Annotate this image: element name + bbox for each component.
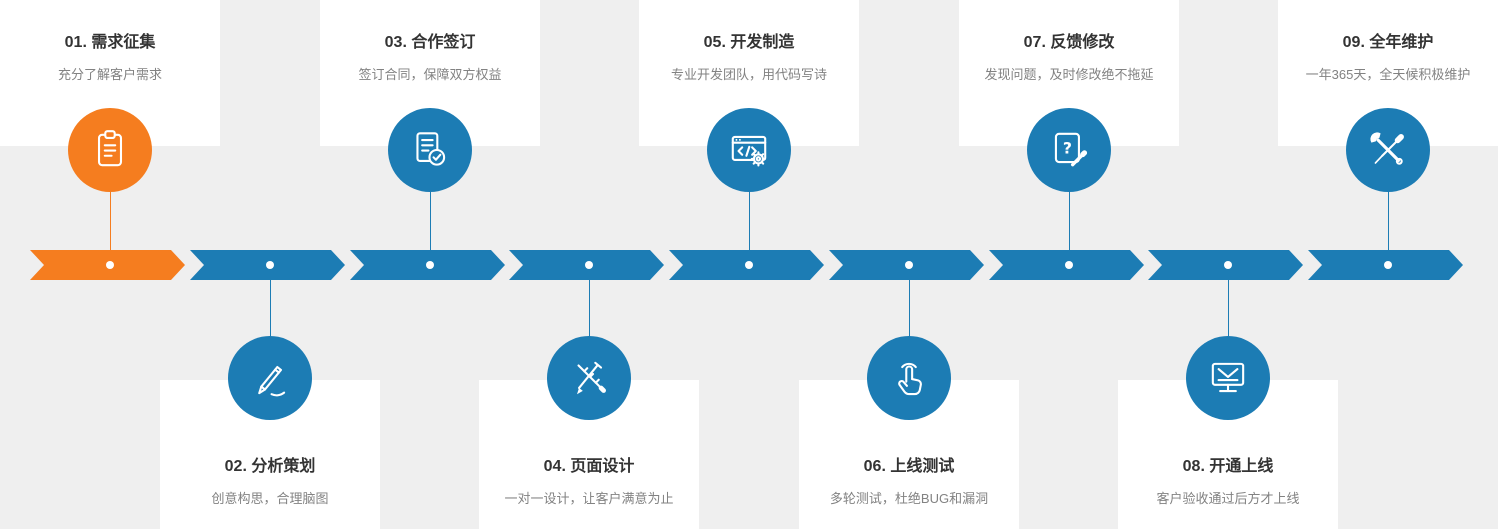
step-subtitle: 专业开发团队，用代码写诗 — [670, 67, 827, 82]
timeline-dot — [1384, 261, 1392, 269]
connector-line — [1227, 266, 1229, 378]
clipboard-icon — [97, 130, 123, 167]
connector-line — [1068, 150, 1070, 262]
step-circle — [707, 108, 791, 192]
step-title: 06. 上线测试 — [863, 458, 955, 475]
step-circle — [1346, 108, 1430, 192]
step-title: 01. 需求征集 — [64, 34, 156, 51]
step-circle — [867, 336, 951, 420]
step-title: 04. 页面设计 — [543, 458, 635, 475]
connector-line — [269, 266, 271, 378]
step-circle — [68, 108, 152, 192]
tap-icon — [898, 362, 922, 396]
timeline-dot — [905, 261, 913, 269]
monitor-check-icon — [1211, 362, 1245, 393]
step-circle — [388, 108, 472, 192]
timeline-dot — [745, 261, 753, 269]
timeline-dot — [106, 261, 114, 269]
step-subtitle: 创意构思，合理脑图 — [211, 491, 329, 506]
step-title: 08. 开通上线 — [1182, 458, 1274, 475]
connector-line — [109, 150, 111, 262]
connector-line — [748, 150, 750, 262]
design-tools-icon — [576, 361, 606, 395]
step-circle — [228, 336, 312, 420]
step-title: 09. 全年维护 — [1342, 34, 1434, 51]
step-circle: ? — [1027, 108, 1111, 192]
step-subtitle: 签订合同，保障双方权益 — [358, 67, 502, 82]
tools-icon — [1370, 132, 1404, 165]
step-circle — [547, 336, 631, 420]
step-subtitle: 一对一设计，让客户满意为止 — [504, 491, 674, 506]
step-subtitle: 客户验收通过后方才上线 — [1156, 491, 1300, 506]
timeline-dot — [266, 261, 274, 269]
timeline-dot — [585, 261, 593, 269]
contract-icon — [416, 132, 446, 166]
step-subtitle: 发现问题，及时修改绝不拖延 — [984, 67, 1154, 82]
code-window-icon — [731, 135, 767, 167]
step-title: 05. 开发制造 — [703, 34, 795, 51]
svg-text:?: ? — [1063, 139, 1072, 158]
step-title: 02. 分析策划 — [224, 458, 316, 475]
connector-line — [588, 266, 590, 378]
connector-line — [429, 150, 431, 262]
step-subtitle: 多轮测试，杜绝BUG和漏洞 — [829, 491, 989, 506]
timeline-dot — [426, 261, 434, 269]
step-circle — [1186, 336, 1270, 420]
feedback-edit-icon: ? — [1054, 132, 1088, 167]
step-subtitle: 充分了解客户需求 — [57, 67, 162, 82]
connector-line — [908, 266, 910, 378]
step-title: 03. 合作签订 — [384, 34, 476, 51]
pen-icon — [258, 365, 286, 397]
step-subtitle: 一年365天，全天候积极维护 — [1305, 67, 1471, 82]
step-title: 07. 反馈修改 — [1023, 34, 1115, 51]
connector-line — [1387, 150, 1389, 262]
timeline-dot — [1224, 261, 1232, 269]
timeline-dot — [1065, 261, 1073, 269]
